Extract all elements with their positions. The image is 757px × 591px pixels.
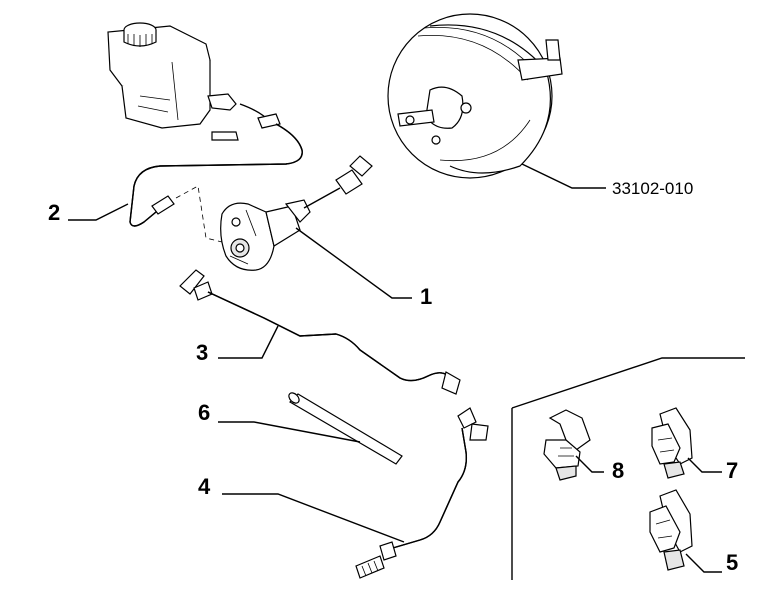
- label-part-1: 1: [420, 284, 432, 309]
- leader-lines: [68, 163, 722, 573]
- label-part-2: 2: [48, 200, 60, 225]
- clip-part-8: [543, 409, 591, 481]
- brake-booster: [387, 13, 563, 179]
- label-part-5: 5: [726, 550, 738, 575]
- slave-cylinder-part-1: [220, 155, 373, 271]
- label-part-8: 8: [612, 458, 624, 483]
- label-booster-ref: 33102-010: [612, 179, 693, 198]
- inset-frame: [511, 357, 745, 580]
- fluid-reservoir: [107, 22, 239, 141]
- rod-part-6: [288, 392, 403, 465]
- clip-part-5: [649, 489, 693, 571]
- clutch-hose-part-2: [129, 103, 303, 243]
- clutch-pipe-part-3: [179, 269, 461, 395]
- clutch-pipe-part-4: [355, 407, 489, 579]
- label-part-3: 3: [196, 340, 208, 365]
- label-part-6: 6: [198, 400, 210, 425]
- label-part-4: 4: [198, 474, 211, 499]
- label-part-7: 7: [726, 458, 738, 483]
- clip-part-7: [651, 407, 693, 479]
